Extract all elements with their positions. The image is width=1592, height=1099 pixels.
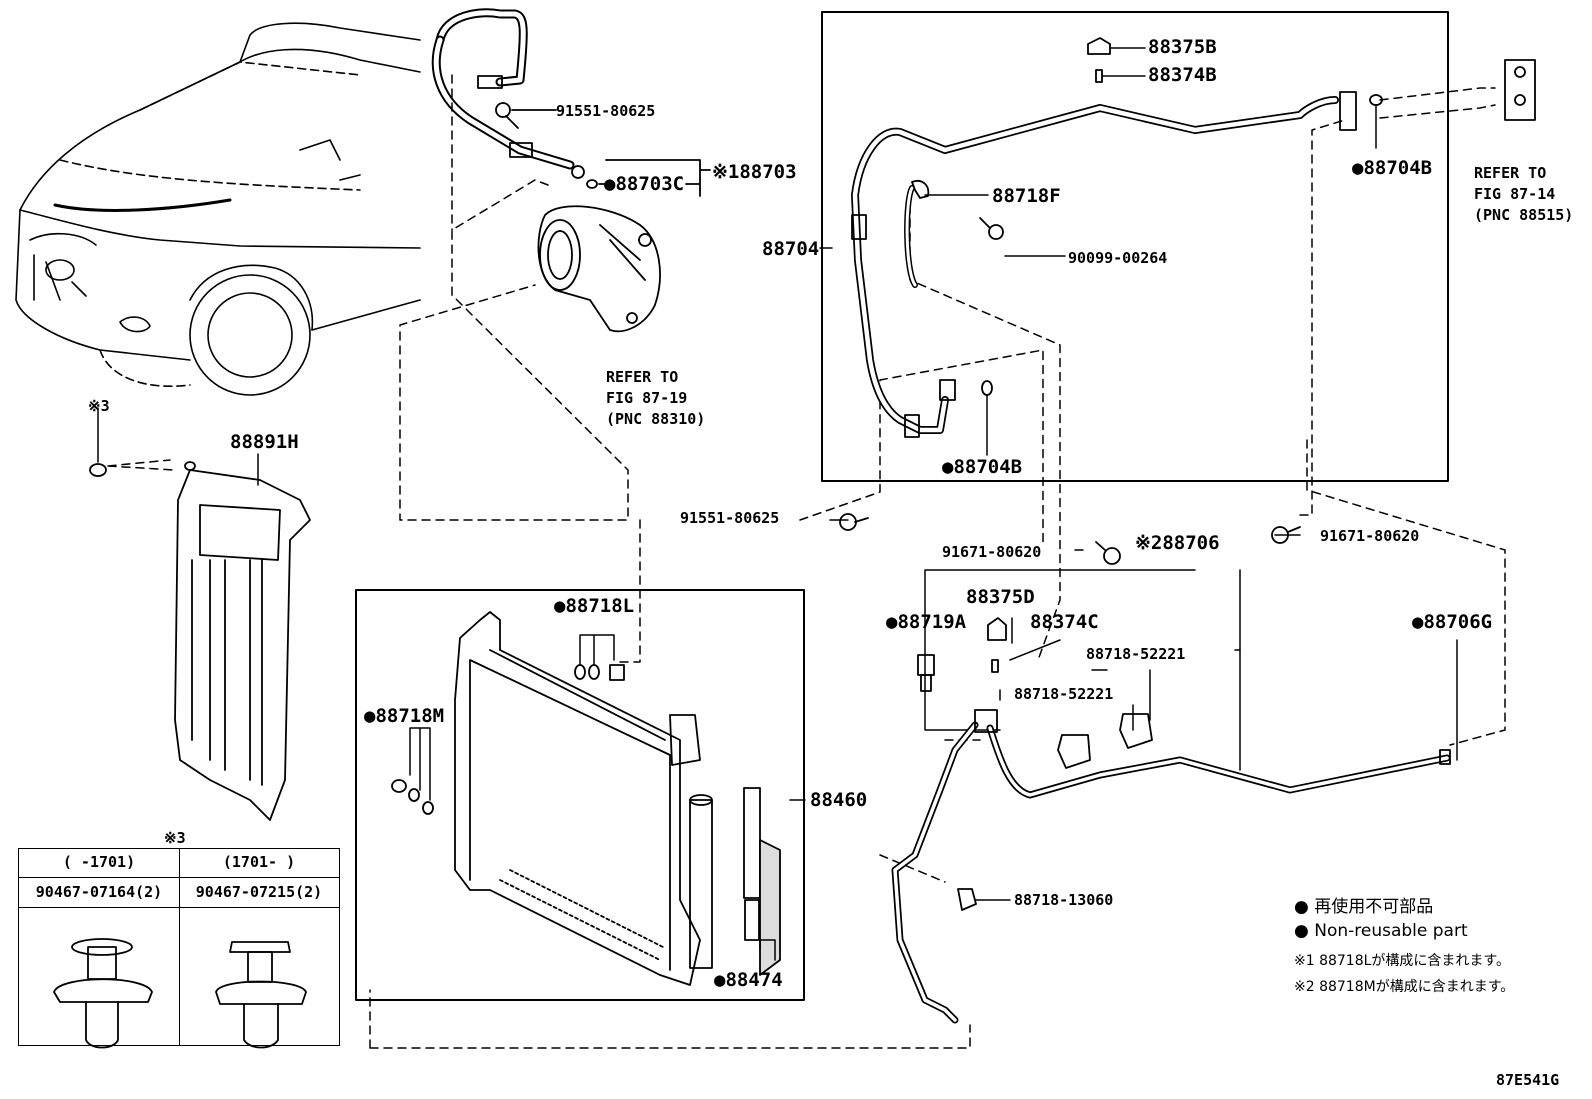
pressure-sensor-icon xyxy=(917,654,935,692)
part-label-clamp-b: 88718-52221 xyxy=(1014,685,1114,703)
bracket-clamp-icon xyxy=(911,180,930,199)
o-ring-icon xyxy=(422,801,434,815)
legend-note2: ※2 88718Mが構成に含まれます。 xyxy=(1294,979,1515,995)
legend-jp: ● 再使用不可部品 xyxy=(1294,897,1434,917)
table-column-2: (1701- ) 90467-07215(2) xyxy=(179,849,339,1045)
clip-variant-table: ( -1701) 90467-07164(2) (1701- ) 90467-0… xyxy=(18,848,340,1046)
tube-assembly-frame xyxy=(821,11,1449,482)
table-part-2: 90467-07215(2) xyxy=(195,883,323,901)
o-ring-icon xyxy=(391,779,407,793)
refer-compressor-line2: FIG 87-19 xyxy=(606,389,688,407)
part-label-clamp-f: 88718F xyxy=(992,185,1061,207)
part-label-seal-c: ●88703C xyxy=(604,173,685,195)
refer-compressor-line3: (PNC 88310) xyxy=(606,410,706,428)
part-label-hose-bolt: 91551-80625 xyxy=(556,102,656,120)
clamp-icon xyxy=(957,888,977,911)
part-label-o-ring-l: ●88718L xyxy=(554,595,635,617)
expansion-valve-icon xyxy=(1504,59,1536,121)
o-ring-icon xyxy=(981,380,993,396)
leader-bracket xyxy=(759,939,776,961)
part-label-tube-assy: 88704 xyxy=(762,238,820,260)
clip-icon xyxy=(89,463,107,477)
refer-compressor-line1: REFER TO xyxy=(606,368,679,386)
part-label-sensor: ●88719A xyxy=(886,611,967,633)
discharge-hose xyxy=(431,8,585,179)
pressure-tube xyxy=(851,91,1357,438)
leader-bracket xyxy=(409,727,431,801)
clip-90467-07215-icon xyxy=(215,941,307,1049)
part-label-o-ring-g: ●88706G xyxy=(1412,611,1493,633)
table-part-1: 90467-07164(2) xyxy=(35,883,163,901)
part-label-bolt-mid: 91671-80620 xyxy=(942,543,1042,561)
valve-cap-icon xyxy=(1087,37,1111,55)
condenser-frame xyxy=(355,589,805,1001)
vehicle-illustration xyxy=(15,22,421,396)
liquid-tube xyxy=(891,709,1451,1024)
part-label-o-ring-m: ●88718M xyxy=(364,705,445,727)
table-divider xyxy=(19,877,339,878)
part-label-valve-cap: 88375B xyxy=(1148,36,1217,58)
legend-en: ● Non-reusable part xyxy=(1294,921,1468,941)
clamp-icon xyxy=(1057,734,1091,769)
condenser-illustration xyxy=(454,611,713,986)
o-ring-icon xyxy=(1369,94,1383,106)
compressor-illustration xyxy=(537,205,661,333)
leader-bracket xyxy=(579,634,615,666)
shield-illustration xyxy=(174,461,311,821)
part-label-cap-d: 88375D xyxy=(966,586,1035,608)
part-label-bolt-left: 91551-80625 xyxy=(680,509,780,527)
screw-icon xyxy=(979,217,1004,240)
leader-bracket xyxy=(605,159,711,197)
part-label-core-c: 88374C xyxy=(1030,611,1099,633)
part-label-bolt-right: 91671-80620 xyxy=(1320,527,1420,545)
o-ring-icon xyxy=(586,179,598,189)
part-label-clamp-13060: 88718-13060 xyxy=(1014,891,1114,909)
o-ring-icon xyxy=(588,664,600,680)
table-title: ※3 xyxy=(164,829,186,847)
bolt-icon xyxy=(1271,526,1301,544)
part-label-o-ring-b-bottom: ●88704B xyxy=(942,456,1023,478)
part-label-o-ring-b-top: ●88704B xyxy=(1352,157,1433,179)
clamp-icon xyxy=(1119,713,1153,749)
bolt-icon xyxy=(495,102,519,129)
part-label-condenser: 88460 xyxy=(810,789,868,811)
valve-cap-icon xyxy=(987,617,1007,641)
part-label-screw: 90099-00264 xyxy=(1068,249,1168,267)
valve-core-icon xyxy=(991,659,999,673)
part-label-clamp-a: 88718-52221 xyxy=(1086,645,1186,663)
o-ring-icon xyxy=(408,788,420,802)
part-label-valve-core: 88374B xyxy=(1148,64,1217,86)
diagram-code: 87E541G xyxy=(1496,1071,1560,1089)
valve-core-icon xyxy=(1095,69,1103,83)
table-range-1: ( -1701) xyxy=(62,853,136,871)
o-ring-icon xyxy=(574,664,586,680)
bolt-icon xyxy=(839,513,869,531)
note3-marker: ※3 xyxy=(88,397,110,415)
bolt-icon xyxy=(1095,541,1121,565)
table-divider xyxy=(19,907,339,908)
desiccant-icon xyxy=(609,664,625,681)
refer-expansion-line3: (PNC 88515) xyxy=(1474,206,1574,224)
part-label-note2-tube: ※288706 xyxy=(1135,532,1220,554)
part-label-drier: ●88474 xyxy=(714,969,783,991)
clip-90467-07164-icon xyxy=(53,938,153,1049)
part-label-note1: ※188703 xyxy=(712,161,797,183)
part-label-shield: 88891H xyxy=(230,431,299,453)
table-column-1: ( -1701) 90467-07164(2) xyxy=(19,849,180,1045)
refer-expansion-line1: REFER TO xyxy=(1474,164,1547,182)
legend-note1: ※1 88718Lが構成に含まれます。 xyxy=(1294,953,1511,969)
table-range-2: (1701- ) xyxy=(222,853,296,871)
refer-expansion-line2: FIG 87-14 xyxy=(1474,185,1556,203)
